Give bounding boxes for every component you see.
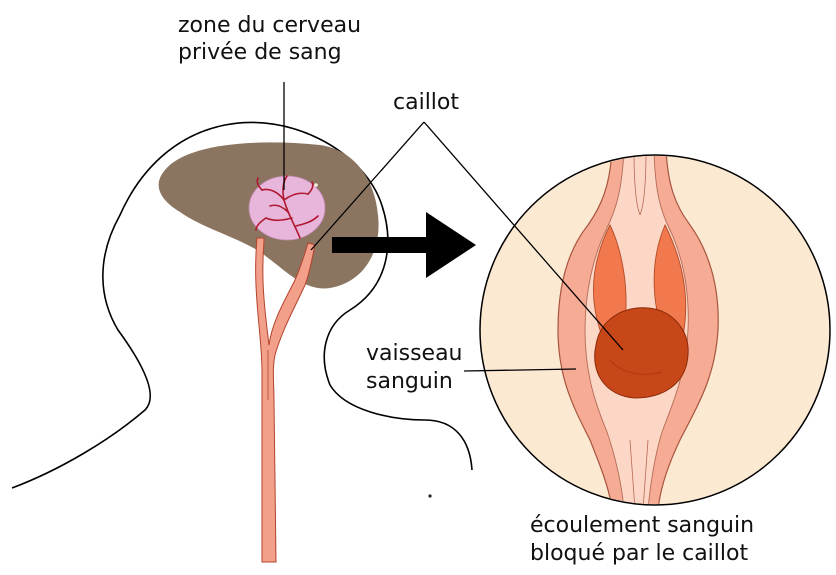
vaisseau-label-line2: sanguin [366, 368, 453, 395]
zone-label-line1: zone du cerveau [178, 12, 361, 39]
artery [256, 238, 315, 562]
speck [428, 494, 431, 497]
ecoulement-label-line2: bloqué par le caillot [530, 540, 748, 567]
vaisseau-label-line1: vaisseau [366, 340, 463, 367]
ecoulement-label-line1: écoulement sanguin [530, 512, 754, 539]
caillot-label: caillot [393, 89, 459, 116]
zone-label-line2: privée de sang [178, 39, 342, 66]
clot [595, 308, 688, 398]
dot-mark [314, 183, 318, 187]
